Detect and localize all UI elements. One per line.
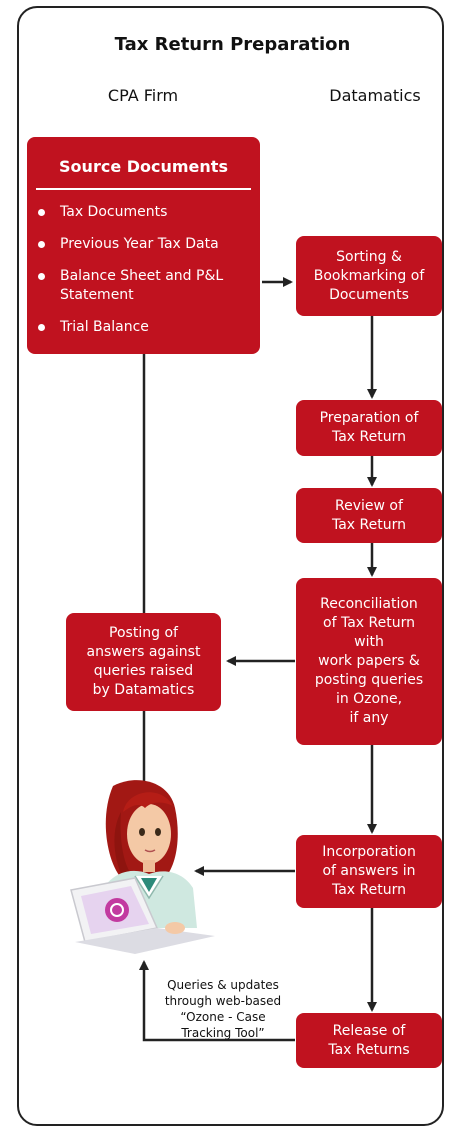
step-text: Tax Return bbox=[331, 429, 406, 445]
list-item: Balance Sheet and P&L Statement bbox=[36, 267, 260, 305]
step-text: of Tax Return bbox=[323, 615, 415, 631]
note-line: Tracking Tool” bbox=[181, 1026, 265, 1040]
step-text: Tax Return bbox=[331, 882, 406, 898]
column-header-datamatics: Datamatics bbox=[329, 86, 421, 105]
step-text: Release of bbox=[332, 1022, 406, 1039]
step-text: of answers in bbox=[322, 863, 416, 879]
step-text: Tax Return bbox=[331, 516, 406, 533]
step-text: answers against bbox=[86, 644, 201, 660]
person-laptop-illustration bbox=[70, 780, 215, 954]
step-text: Posting of bbox=[109, 625, 178, 641]
step-text: Preparation of bbox=[319, 410, 419, 426]
list-item: Previous Year Tax Data bbox=[36, 235, 260, 254]
step-text: Bookmarking of bbox=[313, 267, 425, 284]
ozone-note: Queries & updates through web-based “Ozo… bbox=[155, 977, 291, 1041]
step-incorporation: Incorporation of answers in Tax Return bbox=[296, 835, 442, 908]
note-line: through web-based bbox=[164, 994, 282, 1008]
step-text: Review of bbox=[335, 497, 403, 514]
step-text: queries raised bbox=[93, 663, 194, 679]
step-text: by Datamatics bbox=[92, 682, 195, 698]
step-text: Tax Returns bbox=[328, 1041, 410, 1058]
step-text: Documents bbox=[329, 286, 409, 303]
step-text: posting queries bbox=[314, 672, 424, 688]
note-line: “Ozone - Case bbox=[180, 1010, 266, 1024]
step-release: Release of Tax Returns bbox=[296, 1013, 442, 1068]
step-review: Review of Tax Return bbox=[296, 488, 442, 543]
list-item: Tax Documents bbox=[36, 203, 260, 222]
source-documents-list: Tax Documents Previous Year Tax Data Bal… bbox=[36, 203, 260, 350]
column-header-cpa: CPA Firm bbox=[107, 86, 179, 105]
step-preparation: Preparation of Tax Return bbox=[296, 400, 442, 456]
step-text: in Ozone, bbox=[335, 691, 403, 707]
step-text: if any bbox=[349, 710, 389, 726]
note-line: Queries & updates bbox=[167, 978, 279, 992]
step-text: work papers & bbox=[318, 653, 420, 669]
diagram-title: Tax Return Preparation bbox=[114, 34, 351, 55]
source-documents-divider bbox=[36, 188, 251, 190]
source-documents-title: Source Documents bbox=[59, 157, 228, 176]
hair-front bbox=[123, 792, 173, 812]
step-reconciliation: Reconciliation of Tax Return with work p… bbox=[296, 578, 442, 745]
step-text: Reconciliation bbox=[320, 596, 418, 612]
source-documents-box: Source Documents Tax Documents Previous … bbox=[27, 137, 260, 354]
step-text: Sorting & bbox=[336, 248, 402, 265]
face bbox=[127, 804, 171, 864]
step-text: Incorporation bbox=[322, 844, 416, 860]
arrow-release-to-person bbox=[139, 960, 295, 1042]
list-item: Trial Balance bbox=[36, 318, 260, 337]
step-posting: Posting of answers against queries raised b… bbox=[66, 613, 221, 711]
step-text: with bbox=[354, 634, 384, 650]
step-sorting: Sorting & Bookmarking of Documents bbox=[296, 236, 442, 316]
